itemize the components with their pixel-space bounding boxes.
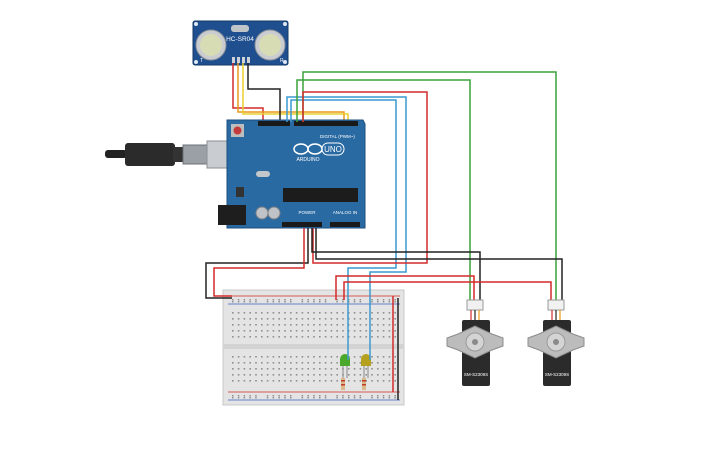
wire-led-yellow-signal xyxy=(286,96,407,360)
dc-jack-icon xyxy=(218,205,246,225)
wire-sensor-echo xyxy=(242,63,349,122)
wire-gnd-servo1 xyxy=(311,228,481,300)
wire-5v-servo1 xyxy=(335,275,475,300)
wire-led-green-signal xyxy=(290,99,397,360)
servo-2[interactable]: SM-S2309S xyxy=(527,299,585,386)
servo-1-label: SM-S2309S xyxy=(464,372,488,377)
wire-gnd-breadboard xyxy=(205,228,309,299)
arduino-board[interactable]: DIGITAL (PWM~) ARDUINO UNO POWER ANALOG … xyxy=(218,119,366,229)
wire-gnd-servo2 xyxy=(315,228,563,300)
resistor-2 xyxy=(362,378,366,390)
servo-2-label: SM-S2309S xyxy=(545,372,569,377)
resistor-1 xyxy=(341,378,345,390)
wire-servo1-signal xyxy=(296,79,471,300)
breadboard[interactable] xyxy=(222,289,405,406)
sensor-right-mark: R xyxy=(280,58,284,64)
digital-label: DIGITAL (PWM~) xyxy=(320,134,355,139)
servo-1[interactable]: SM-S2309S xyxy=(446,299,504,386)
wire-5v-breadboard xyxy=(213,228,305,297)
breadboard-holes xyxy=(232,299,396,399)
power-label: POWER xyxy=(298,210,316,215)
analog-label: ANALOG IN xyxy=(333,210,358,215)
arduino-model: UNO xyxy=(324,145,342,154)
usb-cable-icon xyxy=(105,140,242,169)
wire-sensor-gnd xyxy=(247,63,281,122)
wire-sensor-vcc xyxy=(232,63,264,122)
sensor-label: HC-SR04 xyxy=(226,36,254,43)
sensor-left-mark: T xyxy=(200,58,203,64)
wire-board-5v-red xyxy=(302,91,428,264)
ultrasonic-sensor[interactable]: HC-SR04 T R xyxy=(192,20,289,66)
arduino-brand: ARDUINO xyxy=(296,157,319,163)
wire-5v-servo2 xyxy=(343,281,552,300)
board-wires xyxy=(205,71,563,400)
led-yellow[interactable] xyxy=(361,354,371,378)
